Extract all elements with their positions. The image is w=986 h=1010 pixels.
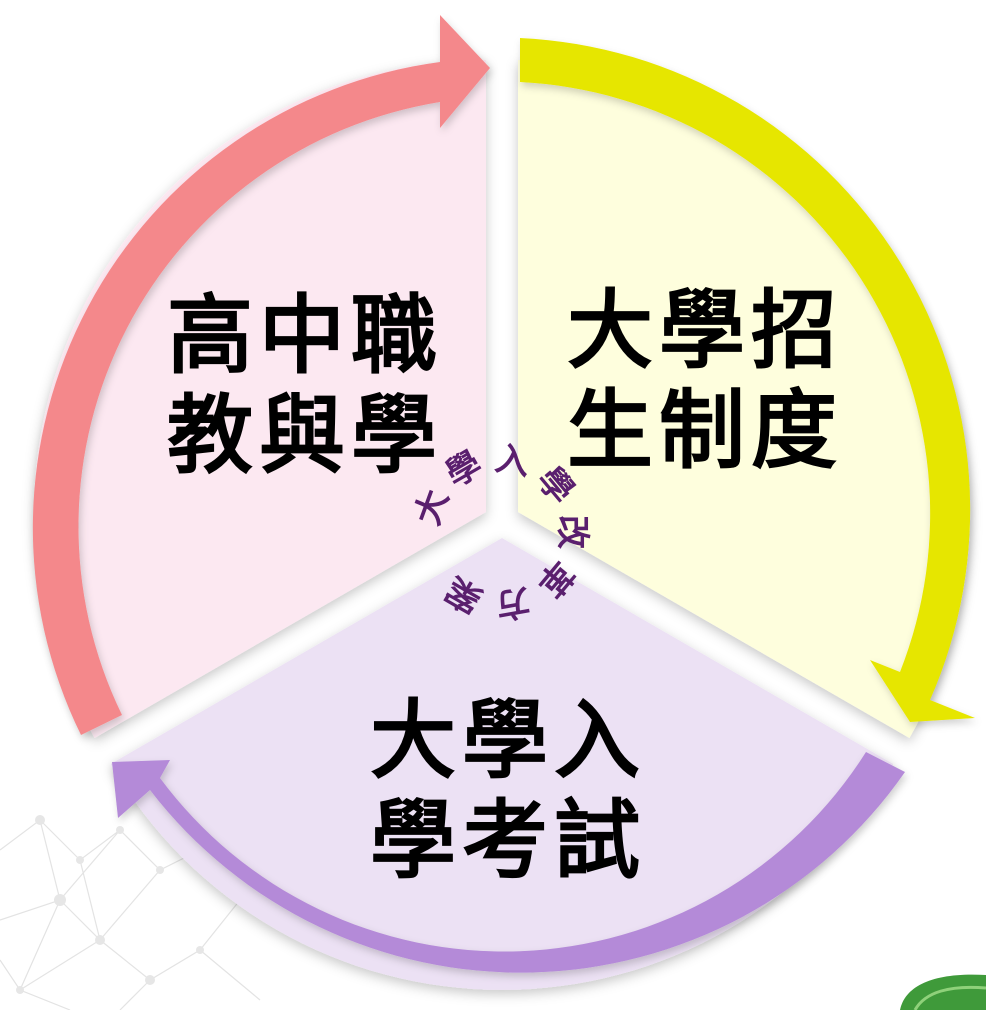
label-top-right-line2: 生制度 <box>567 380 843 481</box>
label-top-left-line1: 高中職 <box>167 285 443 386</box>
cycle-arrows <box>32 15 975 973</box>
label-bottom-line1: 大學入 <box>370 690 646 791</box>
purple-cycle-arrow <box>112 752 905 973</box>
pink-cycle-arrow <box>32 15 490 735</box>
background-network-decoration <box>0 815 261 1010</box>
label-top-right-line1: 大學招 <box>567 280 843 381</box>
segment-labels: 高中職 教與學 大學招 生制度 大學入 學考試 <box>167 280 843 891</box>
center-title-char: 方 <box>492 580 532 625</box>
yellow-cycle-arrow <box>520 38 975 722</box>
center-title-char: 入 <box>492 438 532 483</box>
leaf-decoration <box>900 974 986 1010</box>
segment-entrance-exam <box>110 538 894 990</box>
label-bottom-line2: 學考試 <box>370 790 646 891</box>
center-title-char: 改 <box>552 515 592 549</box>
label-top-left-line2: 教與學 <box>167 385 443 486</box>
